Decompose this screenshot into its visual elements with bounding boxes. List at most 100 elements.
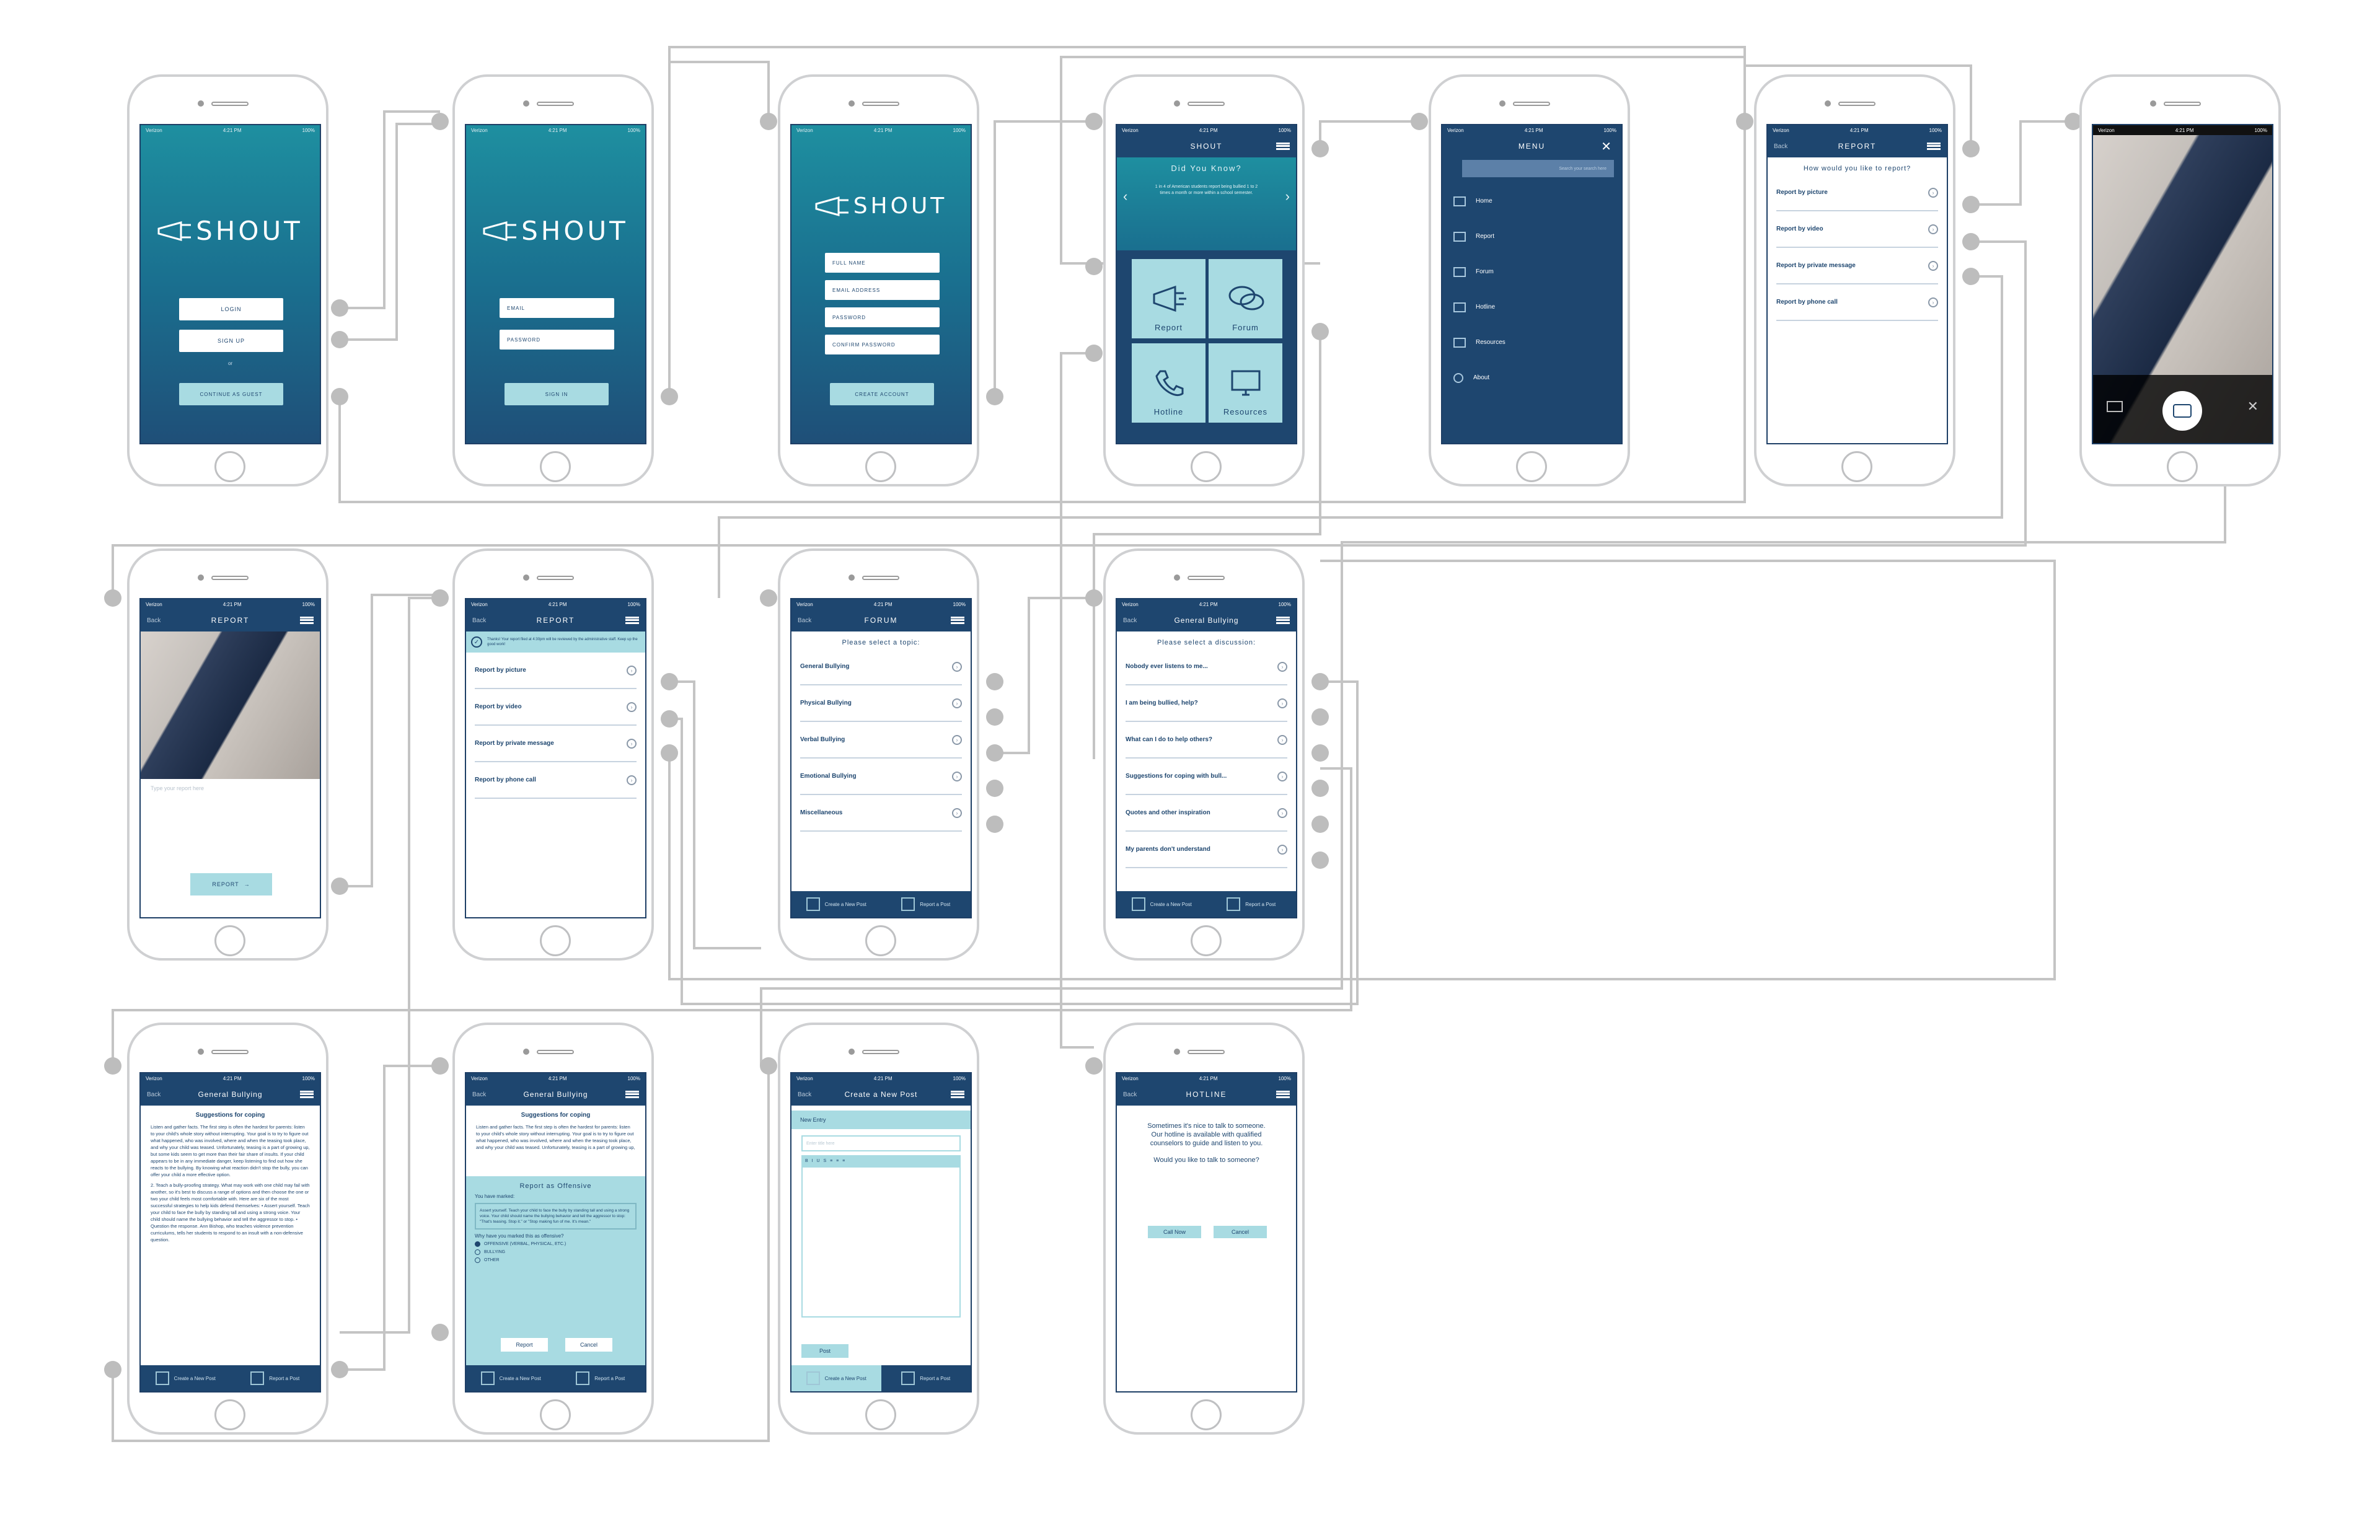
tab-new-post[interactable]: Create a New Post	[1117, 891, 1207, 917]
new-entry-label: New Entry	[791, 1111, 971, 1129]
discussion-item[interactable]: My parents don't understand›	[1126, 832, 1287, 868]
tile-forum[interactable]: Forum	[1209, 259, 1282, 338]
tile-report[interactable]: Report	[1132, 259, 1205, 338]
tab-new-post[interactable]: Create a New Post	[791, 1365, 881, 1391]
back-link[interactable]: Back	[798, 617, 812, 624]
discussion-item[interactable]: I am being bullied, help?›	[1126, 685, 1287, 722]
full-name-field[interactable]: FULL NAME	[825, 253, 940, 273]
close-icon[interactable]: ✕	[2247, 398, 2259, 414]
back-link[interactable]: Back	[147, 617, 161, 624]
flag-why: Why have you marked this as offensive?	[475, 1233, 564, 1239]
tile-resources[interactable]: Resources	[1209, 343, 1282, 423]
hamburger-icon[interactable]	[951, 617, 964, 624]
back-link[interactable]: Back	[798, 1091, 812, 1098]
hamburger-icon[interactable]	[300, 617, 314, 624]
forum-header: Back FORUM	[791, 609, 971, 631]
topic-general[interactable]: General Bullying›	[800, 649, 962, 685]
guest-button[interactable]: CONTINUE AS GUEST	[179, 383, 283, 405]
option-video[interactable]: Report by video›	[475, 689, 637, 726]
topic-physical[interactable]: Physical Bullying›	[800, 685, 962, 722]
discussion-item[interactable]: What can I do to help others?›	[1126, 722, 1287, 759]
login-button[interactable]: LOGIN	[179, 298, 283, 320]
topic-verbal[interactable]: Verbal Bullying›	[800, 722, 962, 759]
tab-new-post[interactable]: Create a New Post	[791, 891, 881, 917]
tab-new-post[interactable]: Create a New Post	[141, 1365, 231, 1391]
close-icon[interactable]: ✕	[1601, 139, 1613, 154]
post-title-input[interactable]: Enter title here	[801, 1135, 961, 1151]
topic-misc[interactable]: Miscellaneous›	[800, 795, 962, 832]
hamburger-icon[interactable]	[1276, 617, 1290, 624]
hamburger-icon[interactable]	[625, 617, 639, 624]
back-link[interactable]: Back	[472, 1091, 487, 1098]
format-toolbar[interactable]: B I U S ≡ ≡ ≡	[801, 1155, 961, 1166]
back-link[interactable]: Back	[472, 617, 487, 624]
menu-search[interactable]: Search your search here	[1462, 160, 1614, 177]
hotline-cancel-button[interactable]: Cancel	[1214, 1226, 1267, 1238]
menu-item-home[interactable]: Home	[1442, 183, 1621, 219]
chevron-left-icon[interactable]: ‹	[1123, 188, 1128, 204]
confirm-banner: ✓ Thanks! Your report filed at 4:30pm wi…	[466, 631, 645, 653]
reason-bullying[interactable]: BULLYING	[475, 1249, 637, 1255]
create-account-button[interactable]: CREATE ACCOUNT	[830, 383, 934, 405]
back-link[interactable]: Back	[1123, 1091, 1137, 1098]
arrow-right-icon: →	[244, 881, 250, 887]
menu-item-about[interactable]: About	[1442, 360, 1621, 395]
email-field[interactable]: EMAIL	[500, 298, 614, 318]
tab-report-post[interactable]: Report a Post	[1207, 891, 1297, 917]
radio-icon	[475, 1249, 480, 1255]
tab-new-post[interactable]: Create a New Post	[466, 1365, 556, 1391]
report-submit-button[interactable]: REPORT→	[190, 873, 272, 895]
confirm-password-field[interactable]: CONFIRM PASSWORD	[825, 335, 940, 354]
back-link[interactable]: Back	[1123, 617, 1137, 624]
home-button	[214, 925, 245, 956]
report-text-field[interactable]: Type your report here	[151, 785, 205, 791]
option-phone-call[interactable]: Report by phone call›	[1776, 284, 1938, 321]
chevron-right-icon[interactable]: ›	[1285, 188, 1290, 204]
option-video[interactable]: Report by video›	[1776, 211, 1938, 248]
back-link[interactable]: Back	[1774, 143, 1788, 150]
option-private-message[interactable]: Report by private message›	[1776, 248, 1938, 284]
hamburger-icon[interactable]	[300, 1091, 314, 1098]
topic-emotional[interactable]: Emotional Bullying›	[800, 759, 962, 795]
tab-report-post[interactable]: Report a Post	[881, 891, 971, 917]
menu-item-resources[interactable]: Resources	[1442, 325, 1621, 360]
discussion-item[interactable]: Suggestions for coping with bull...›	[1126, 759, 1287, 795]
option-picture[interactable]: Report by picture›	[475, 653, 637, 689]
email-field[interactable]: EMAIL ADDRESS	[825, 280, 940, 300]
tab-report-post[interactable]: Report a Post	[231, 1365, 320, 1391]
tab-report-post[interactable]: Report a Post	[881, 1365, 971, 1391]
hamburger-icon[interactable]	[1276, 1091, 1290, 1098]
flag-cancel-button[interactable]: Cancel	[565, 1338, 612, 1352]
reason-other[interactable]: OTHER	[475, 1257, 637, 1263]
hamburger-icon[interactable]	[1927, 143, 1941, 150]
reason-offensive[interactable]: OFFENSIVE (VERBAL, PHYSICAL, ETC.)	[475, 1241, 637, 1247]
call-now-button[interactable]: Call Now	[1148, 1226, 1201, 1238]
post-button[interactable]: Post	[801, 1344, 848, 1358]
password-field[interactable]: PASSWORD	[500, 330, 614, 350]
hamburger-icon[interactable]	[951, 1091, 964, 1098]
option-picture[interactable]: Report by picture›	[1776, 175, 1938, 211]
discussion-item[interactable]: Quotes and other inspiration›	[1126, 795, 1287, 832]
hamburger-icon[interactable]	[1276, 143, 1290, 150]
post-body-input[interactable]	[801, 1166, 961, 1318]
tab-report-post[interactable]: Report a Post	[556, 1365, 646, 1391]
discussion-item[interactable]: Nobody ever listens to me...›	[1126, 649, 1287, 685]
signin-button[interactable]: SIGN IN	[505, 383, 609, 405]
signup-button[interactable]: SIGN UP	[179, 330, 283, 352]
back-link[interactable]: Back	[147, 1091, 161, 1098]
tile-hotline[interactable]: Hotline	[1132, 343, 1205, 423]
option-private-message[interactable]: Report by private message›	[475, 726, 637, 762]
menu-item-report[interactable]: Report	[1442, 219, 1621, 254]
password-field[interactable]: PASSWORD	[825, 307, 940, 327]
shutter-button[interactable]	[2162, 391, 2202, 431]
menu-item-forum[interactable]: Forum	[1442, 254, 1621, 289]
menu-item-hotline[interactable]: Hotline	[1442, 289, 1621, 325]
hamburger-icon[interactable]	[625, 1091, 639, 1098]
flag-report-button[interactable]: Report	[501, 1338, 548, 1352]
option-phone-call[interactable]: Report by phone call›	[475, 762, 637, 799]
video-icon[interactable]	[2107, 401, 2123, 412]
